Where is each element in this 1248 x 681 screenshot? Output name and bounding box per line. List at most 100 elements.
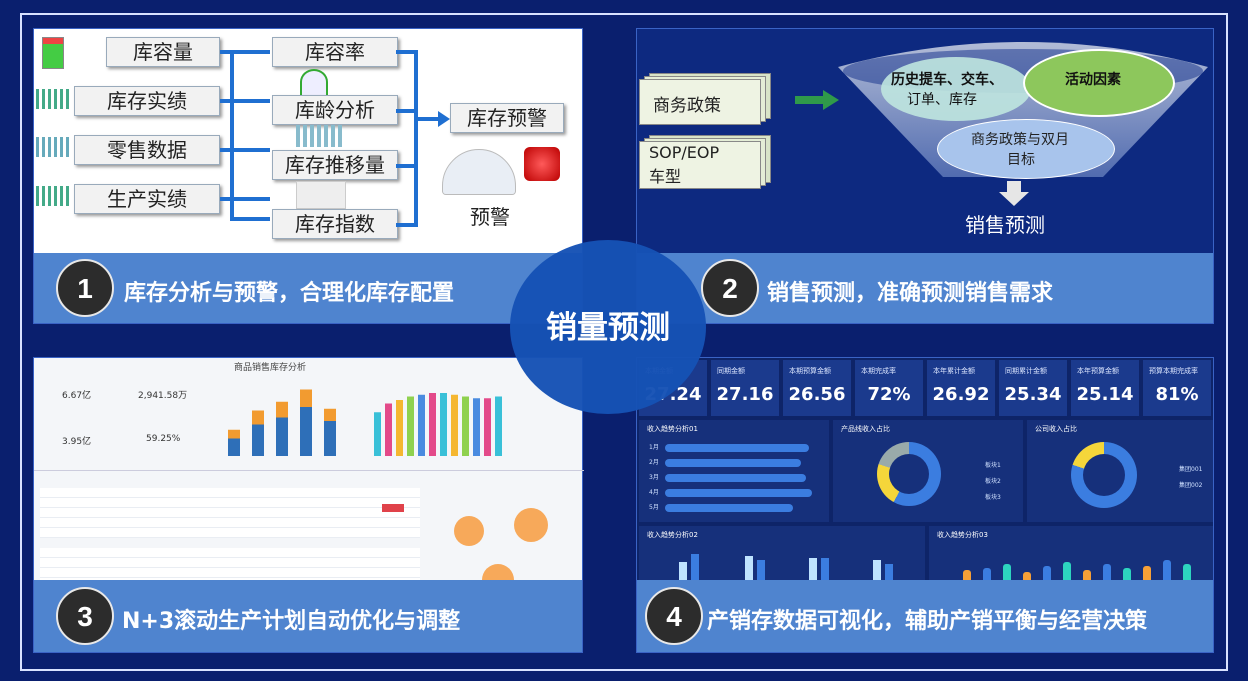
kpi-card: 本年预算金额 25.14 (1071, 360, 1139, 416)
kpi-value: 27.16 (716, 384, 774, 405)
caption-bar: 1 库存分析与预警，合理化库存配置 (34, 253, 582, 323)
panel-title: 产品线收入占比 (841, 425, 890, 433)
kpi-value: 25.14 (1076, 384, 1134, 405)
legend-item: 板块2 (985, 478, 1001, 485)
dashboard-screenshot: 本期金额27.24同期金额27.16本期预算金额26.56本期完成率72%本年累… (637, 358, 1213, 582)
legend-item: 板块3 (985, 494, 1001, 501)
caption: 产销存数据可视化，辅助产销平衡与经营决策 (707, 609, 1148, 634)
factor-ellipse (937, 119, 1115, 179)
input-box: 库容量 (106, 37, 220, 67)
bar (679, 562, 687, 582)
kpi-card: 本期完成率 72% (855, 360, 923, 416)
month-label: 3月 (649, 474, 659, 481)
kpi-label: 同期累计金额 (1005, 367, 1047, 375)
bar (1123, 568, 1131, 582)
bar (374, 412, 381, 456)
bar-chart-icon (36, 186, 70, 206)
inventory-diagram: 库容量 库存实绩 零售数据 生产实绩 库容率 库龄分析 库存推移量 库存指数 库… (34, 29, 582, 255)
bar (809, 558, 817, 582)
bar (873, 560, 881, 582)
donut-panel-2: 公司收入占比 集团001 集团002 (1027, 420, 1213, 522)
legend-item: 板块1 (985, 462, 1001, 469)
connector (396, 164, 416, 168)
kpi-card: 本期预算金额 26.56 (783, 360, 851, 416)
connector (220, 197, 270, 201)
metric-box: 库存推移量 (272, 150, 398, 180)
bar (1163, 560, 1171, 582)
bar (1183, 564, 1191, 582)
kpi-card: 同期金额 27.16 (711, 360, 779, 416)
bar-segment (324, 421, 336, 456)
connector (220, 99, 270, 103)
factor-label: 活动因素 (1065, 72, 1121, 88)
histogram-icon (296, 125, 344, 147)
line-chart-icon (296, 181, 346, 209)
green-arrow-icon (823, 90, 839, 110)
metric-box: 库容率 (272, 37, 398, 67)
doc-label: 商务政策 (653, 96, 721, 116)
outer-frame (20, 13, 1228, 671)
bar (396, 400, 403, 456)
bar-chart (374, 393, 502, 456)
month-label: 4月 (649, 489, 659, 496)
connector (230, 217, 270, 221)
caption: N+3滚动生产计划自动优化与调整 (122, 609, 461, 634)
data-table (40, 488, 420, 538)
bar-segment (228, 438, 240, 456)
metric-box: 库存指数 (272, 209, 398, 239)
center-title: 销量预测 (546, 310, 670, 346)
kpi-label: 同期金额 (717, 367, 745, 375)
step-number: 3 (56, 587, 114, 645)
panel-title: 公司收入占比 (1035, 425, 1077, 433)
bar (462, 396, 469, 456)
bar-chart-icon (36, 89, 70, 109)
bar-segment (300, 389, 312, 407)
bar (473, 398, 480, 456)
output-box: 库存预警 (450, 103, 564, 133)
panel-inventory: 库容量 库存实绩 零售数据 生产实绩 库容率 库龄分析 库存推移量 库存指数 库… (33, 28, 583, 324)
month-label: 1月 (649, 444, 659, 451)
month-bar (665, 474, 806, 482)
forecast-diagram: 商务政策 SOP/EOP 车型 历史提车、交车、 订单、库存 (637, 29, 1213, 255)
bar (757, 560, 765, 582)
kpi-value: 81% (1155, 384, 1199, 405)
battery-icon (42, 37, 64, 69)
bubble (482, 564, 514, 582)
stat-value: 2,941.58万 (138, 391, 188, 401)
stacked-bar-chart (228, 389, 336, 456)
bar (1063, 562, 1071, 582)
kpi-label: 本年预算金额 (1077, 367, 1119, 375)
highlight-cell (382, 504, 404, 512)
bar (1143, 566, 1151, 582)
bubble (454, 516, 484, 546)
factor-label: 目标 (1007, 152, 1035, 168)
stat-value: 6.67亿 (62, 391, 92, 401)
input-box: 零售数据 (74, 135, 220, 165)
input-box: 库存实绩 (74, 86, 220, 116)
bar (1103, 564, 1111, 582)
alarm-light-icon (524, 147, 560, 181)
result-label: 销售预测 (965, 213, 1045, 237)
bar (745, 556, 753, 582)
bar (1003, 564, 1011, 582)
bar (440, 393, 447, 456)
bar-segment (252, 424, 264, 456)
bar (385, 403, 392, 456)
connector (230, 50, 234, 221)
kpi-label: 本期预算金额 (789, 367, 831, 375)
kpi-label: 本期完成率 (861, 367, 896, 375)
kpi-value: 72% (867, 384, 911, 405)
step-number: 2 (701, 259, 759, 317)
bar (429, 393, 436, 456)
donut-panel-1: 产品线收入占比 板块1 板块2 板块3 (833, 420, 1023, 522)
report-screenshot: 商品销售库存分析 6.67亿 2,941.58万 3.95亿 59.25% (34, 358, 584, 582)
caption-bar: 3 N+3滚动生产计划自动优化与调整 (34, 580, 582, 652)
report-title: 商品销售库存分析 (234, 363, 307, 373)
kpi-value: 26.56 (788, 384, 846, 405)
bar (983, 568, 991, 582)
month-bar (665, 459, 801, 467)
month-label: 5月 (649, 504, 659, 511)
panel-production-plan: 商品销售库存分析 6.67亿 2,941.58万 3.95亿 59.25% 3 … (33, 357, 584, 653)
bar-segment (252, 410, 264, 425)
